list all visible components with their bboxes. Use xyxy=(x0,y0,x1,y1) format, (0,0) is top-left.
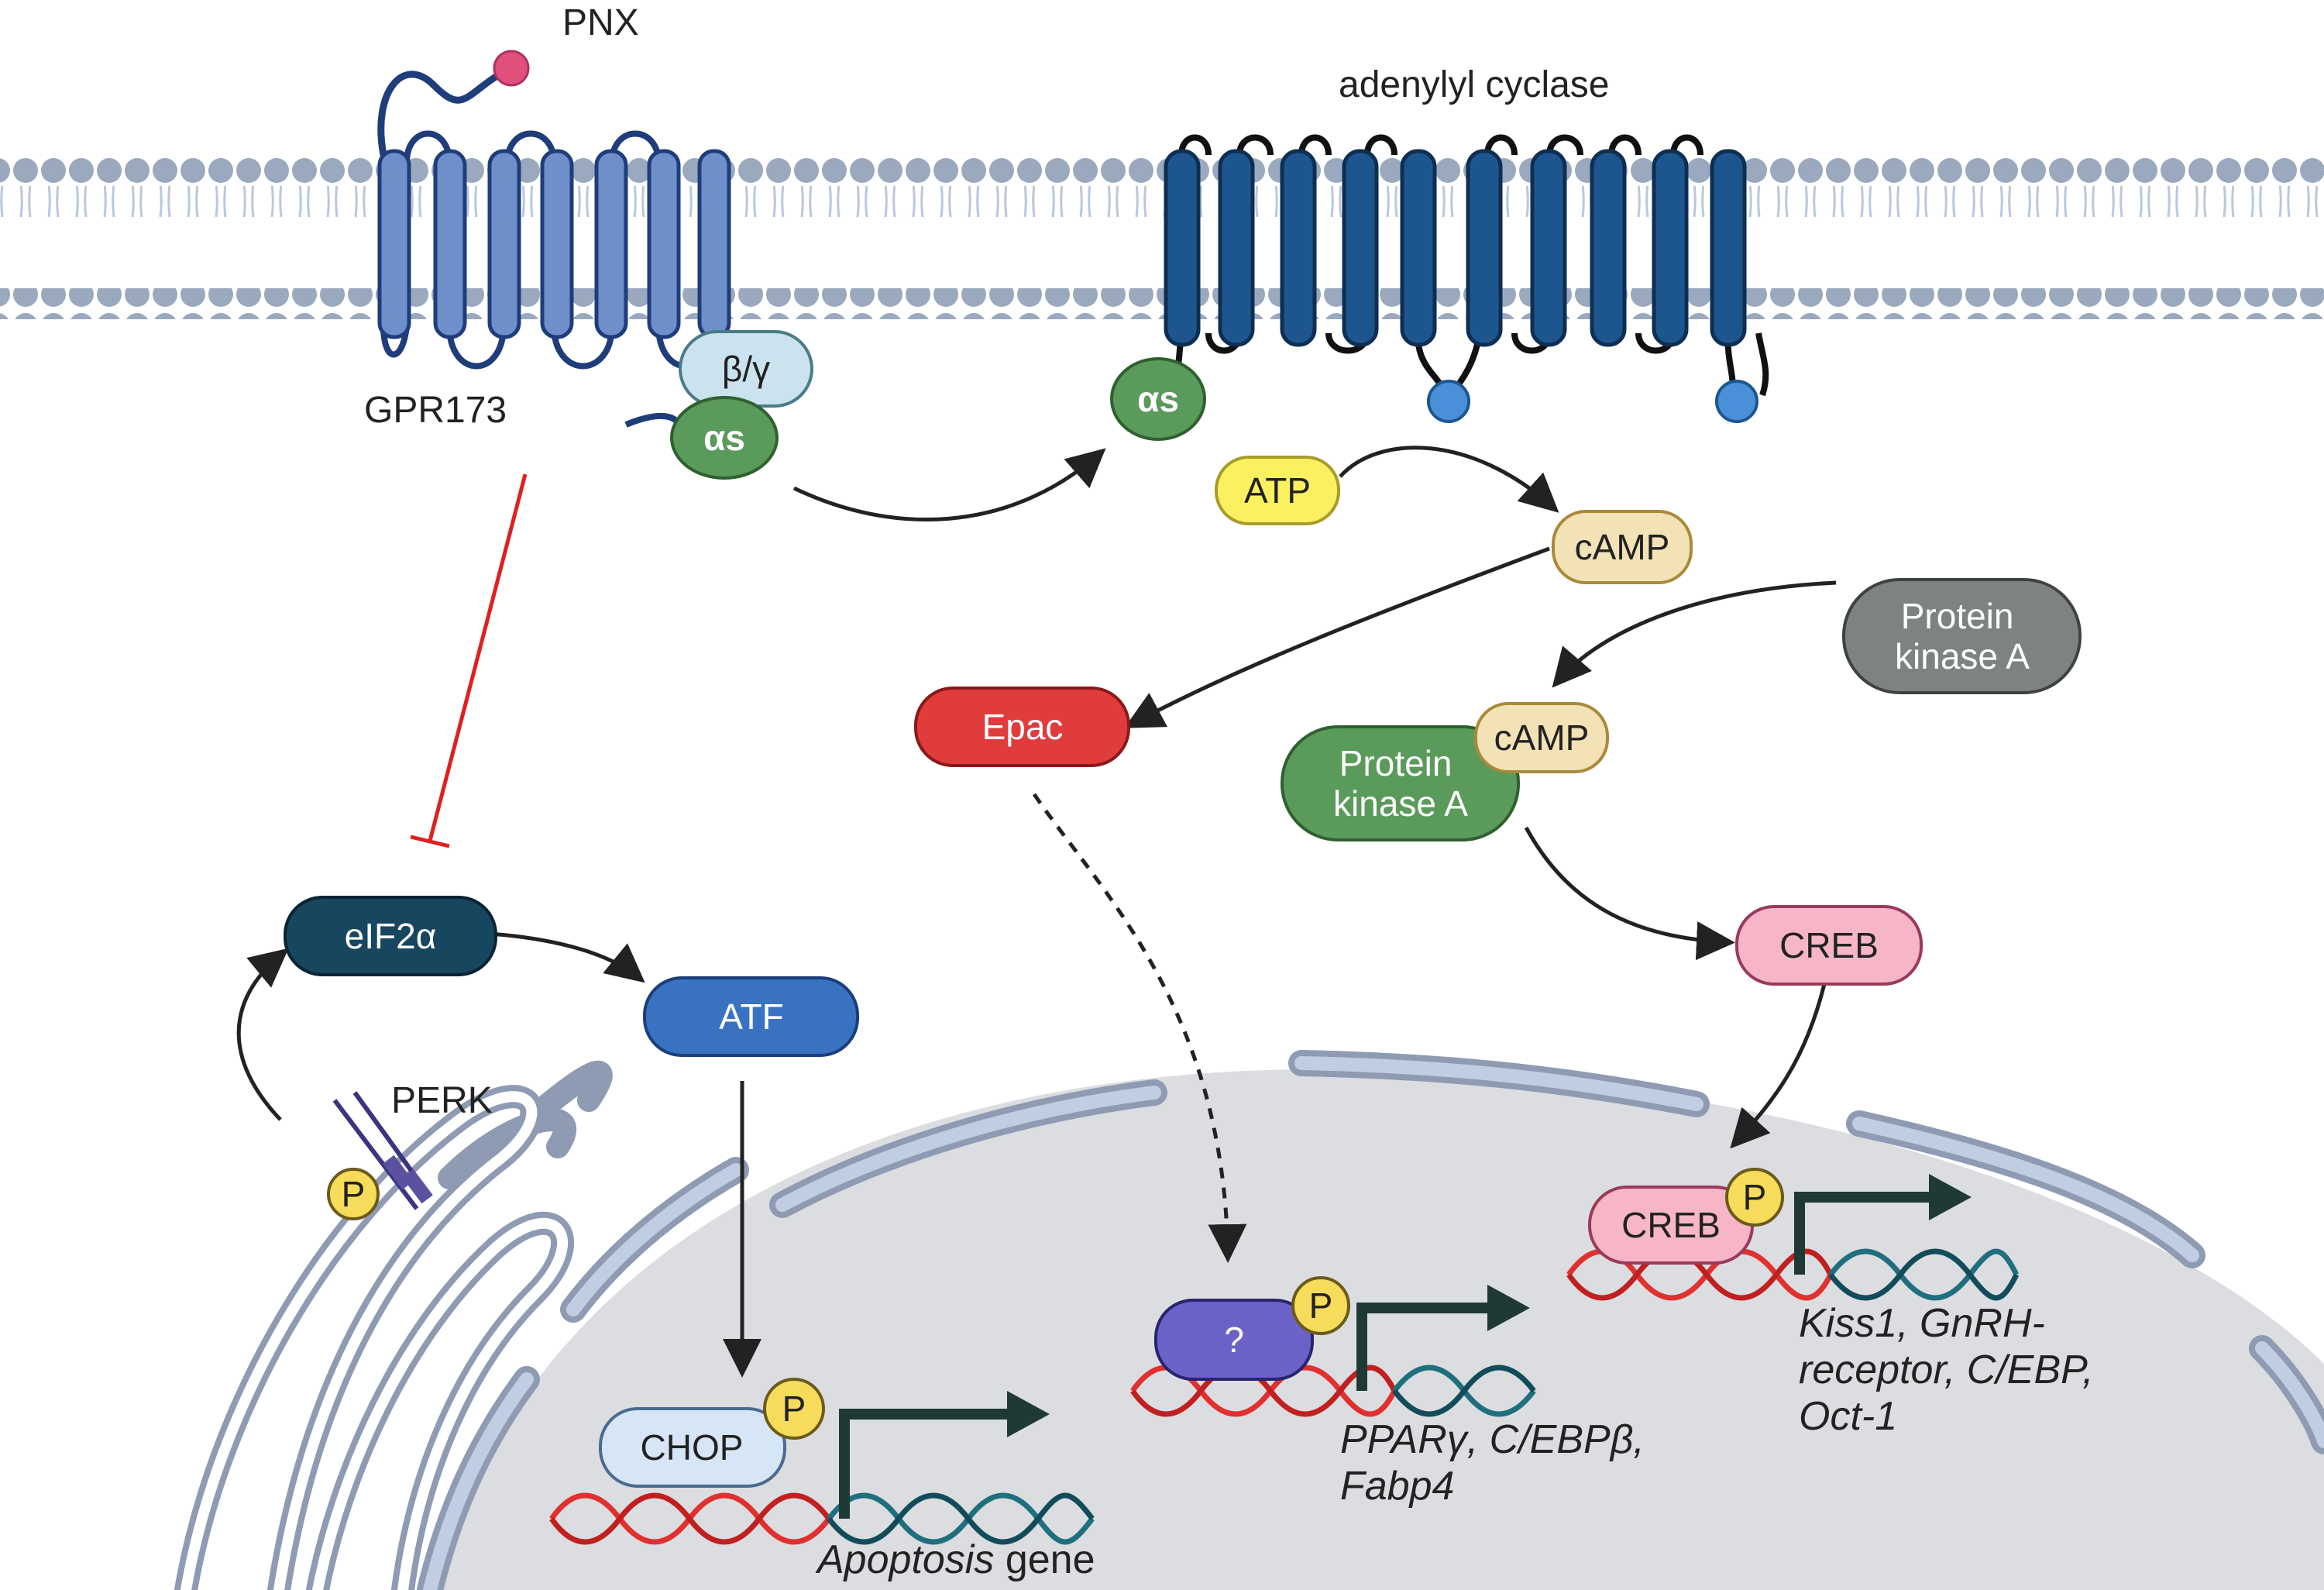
alpha-s-subunit xyxy=(670,396,779,480)
apoptosis-gene-label: Apoptosis gene xyxy=(815,1537,1095,1582)
chop-phospho-icon xyxy=(763,1378,825,1440)
svg-text:cAMP: cAMP xyxy=(1575,527,1670,567)
svg-text:P: P xyxy=(1743,1177,1767,1217)
pka-free-label: Protein kinase A xyxy=(1895,596,2030,676)
alpha-s-bound-subunit xyxy=(1110,357,1206,441)
svg-text:P: P xyxy=(782,1389,806,1429)
creb-gene-complex: CREB P xyxy=(1566,1168,2020,1301)
svg-text:CREB: CREB xyxy=(1621,1205,1721,1245)
perk-label: PERK xyxy=(391,1080,493,1121)
epac-pill: Epac xyxy=(914,687,1130,767)
pka-active-complex: Protein kinase A cAMP xyxy=(1281,702,1609,841)
perk-kinase: P xyxy=(327,1091,433,1220)
adenylyl-cyclase-label: adenylyl cyclase xyxy=(1339,64,1610,105)
pathway-arrows xyxy=(236,446,1837,1378)
creb-pill: CREB xyxy=(1735,905,1923,986)
gpr173-label: GPR173 xyxy=(364,390,507,431)
unknown-tf-gene-complex: ? P xyxy=(1130,1276,1536,1417)
cell-membrane xyxy=(0,157,2324,319)
eif2a-pill: eIF2α xyxy=(284,896,497,976)
pka-free-pill: Protein kinase A xyxy=(1842,578,2082,694)
svg-text:CHOP: CHOP xyxy=(641,1427,744,1468)
svg-text:eIF2α: eIF2α xyxy=(345,916,437,956)
creb-phospho-icon xyxy=(1725,1168,1784,1227)
svg-text:?: ? xyxy=(1224,1320,1244,1360)
unknown-tf-phospho-icon xyxy=(1291,1276,1350,1335)
svg-text:P: P xyxy=(342,1174,366,1214)
perk-phospho-icon xyxy=(327,1168,380,1220)
svg-text:P: P xyxy=(1309,1285,1333,1326)
camp-pill: cAMP xyxy=(1552,510,1693,584)
svg-text:ATF: ATF xyxy=(719,996,783,1037)
adipogenic-genes-label: PPARγ, C/EBPβ, Fabp4 xyxy=(1340,1417,1655,1509)
inhibition-line xyxy=(410,473,528,848)
alpha-s-label: αs xyxy=(703,418,745,458)
svg-text:Epac: Epac xyxy=(982,707,1064,747)
gpr173-receptor xyxy=(377,50,731,370)
svg-text:CREB: CREB xyxy=(1779,925,1879,965)
chop-gene-complex: CHOP P xyxy=(549,1378,1095,1545)
pnx-label: PNX xyxy=(562,2,639,43)
svg-text:ATP: ATP xyxy=(1244,470,1311,511)
svg-text:cAMP: cAMP xyxy=(1494,718,1590,758)
reproductive-genes-label: Kiss1, GnRH- receptor, C/EBP, Oct-1 xyxy=(1799,1301,2105,1439)
atf-pill: ATF xyxy=(643,976,859,1057)
pka-active-label: Protein kinase A xyxy=(1333,743,1468,824)
endoplasmic-reticulum-lumen xyxy=(180,1091,569,1590)
pnx-ligand-icon xyxy=(493,50,530,87)
atp-pill: ATP xyxy=(1215,456,1340,525)
g-protein-complex: β/γ αs xyxy=(624,330,813,480)
beta-gamma-label: β/γ xyxy=(722,349,770,389)
adenylyl-cyclase: αs xyxy=(1110,134,1769,441)
alpha-s-bound-label: αs xyxy=(1137,379,1179,419)
